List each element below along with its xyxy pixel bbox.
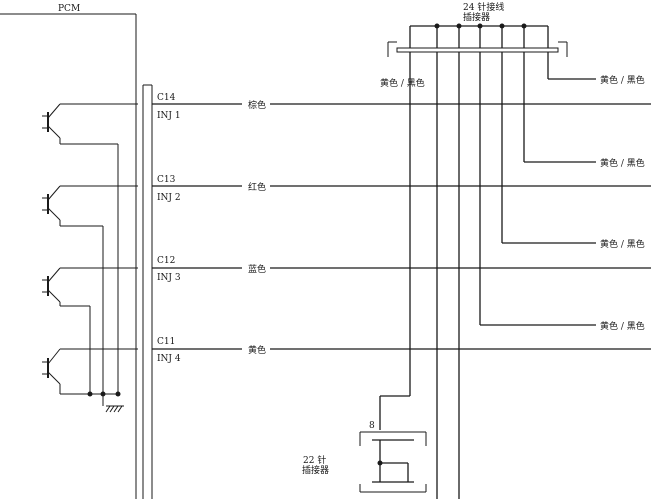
injector-wires <box>152 103 651 350</box>
circuit-pin-c14: C14 <box>157 93 176 103</box>
circuit-pin-c13: C13 <box>157 175 176 185</box>
circuit-name-inj2: INJ 2 <box>157 193 181 203</box>
wire-color-yellow-black-top: 黄色 / 黑色 <box>380 77 425 89</box>
wire-color-yellow-black-2: 黄色 / 黑色 <box>600 157 645 169</box>
connector-22-pin <box>359 431 427 493</box>
connector-22-title-line2: 插接器 <box>302 464 329 476</box>
connector-22-title-line1: 22 针 <box>303 454 326 466</box>
circuit-name-inj3: INJ 3 <box>157 273 181 283</box>
connector-24-pin-junctions <box>434 23 527 29</box>
ground-icon <box>102 394 124 413</box>
wire-color-yellow-black-1: 黄色 / 黑色 <box>600 74 645 86</box>
wire-color-inj1: 棕色 <box>248 99 266 111</box>
ground-junctions <box>87 391 121 397</box>
wire-color-inj3: 蓝色 <box>248 263 266 275</box>
wire-color-yellow-black-4: 黄色 / 黑色 <box>600 320 645 332</box>
connector-24-pin <box>387 25 568 57</box>
transistor-2-icon <box>42 185 138 394</box>
pcm-connector-bracket <box>142 84 153 499</box>
pcm-module <box>0 13 137 499</box>
circuit-pin-c12: C12 <box>157 256 175 266</box>
connector-22-junction <box>377 460 383 466</box>
connector-22-pin-number: 8 <box>369 421 375 431</box>
circuit-pin-c11: C11 <box>157 337 175 347</box>
circuit-name-inj1: INJ 1 <box>157 111 181 121</box>
connector-24-title-line2: 插接器 <box>463 11 490 23</box>
vertical-wires <box>379 52 596 499</box>
wire-color-inj4: 黄色 <box>248 344 266 356</box>
wire-color-inj2: 红色 <box>248 181 266 193</box>
connector-24-title-line1: 24 针接线 <box>463 1 504 13</box>
wire-color-yellow-black-3: 黄色 / 黑色 <box>600 238 645 250</box>
transistor-3-icon <box>42 267 138 394</box>
circuit-name-inj4: INJ 4 <box>157 354 181 364</box>
pcm-label: PCM <box>58 4 80 14</box>
